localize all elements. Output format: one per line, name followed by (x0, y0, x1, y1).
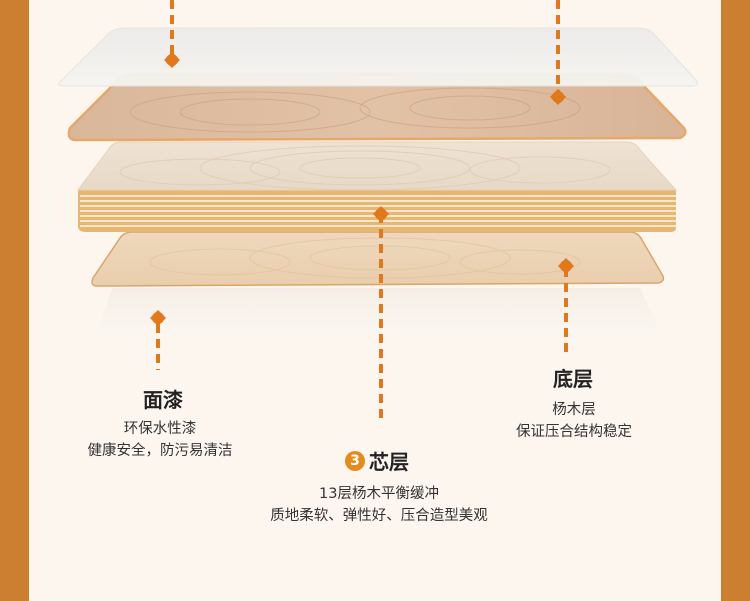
core-layer-desc-line-1: 13层杨木平衡缓冲 (319, 486, 439, 502)
core-marker-dots (373, 206, 389, 222)
bottom-layer-desc-line-2: 保证压合结构稳定 (516, 424, 632, 440)
bottom-marker-dots (550, 89, 574, 274)
face-marker (156, 0, 174, 370)
core-layer-desc-line-2: 质地柔软、弹性好、压合造型美观 (270, 508, 488, 524)
top-film-layer (58, 27, 698, 87)
bottom-marker (556, 0, 568, 356)
bottom-layer-title: 底层 (553, 363, 593, 392)
bottom-layer-desc-line-1: 杨木层 (552, 402, 596, 418)
face-layer-desc: 环保水性漆 健康安全，防污易清洁 (88, 418, 233, 462)
face-marker-dots (150, 52, 180, 326)
bottom-layer-title-text: 底层 (553, 367, 593, 391)
bottom-layer (91, 231, 665, 287)
face-layer-desc-line-2: 健康安全，防污易清洁 (87, 443, 233, 459)
core-layer-title: 3 芯层 (345, 446, 409, 475)
number-badge: 3 (345, 450, 365, 471)
core-layer-title-text: 芯层 (369, 450, 409, 474)
bottom-layer-desc: 杨木层 保证压合结构稳定 (516, 399, 632, 443)
face-layer-title: 面漆 (143, 384, 183, 413)
core-layer-desc: 13层杨木平衡缓冲 质地柔软、弹性好、压合造型美观 (270, 483, 488, 527)
face-layer-desc-line-1: 环保水性漆 (123, 421, 197, 437)
face-layer-title-text: 面漆 (143, 388, 183, 412)
core-layer (77, 141, 678, 232)
